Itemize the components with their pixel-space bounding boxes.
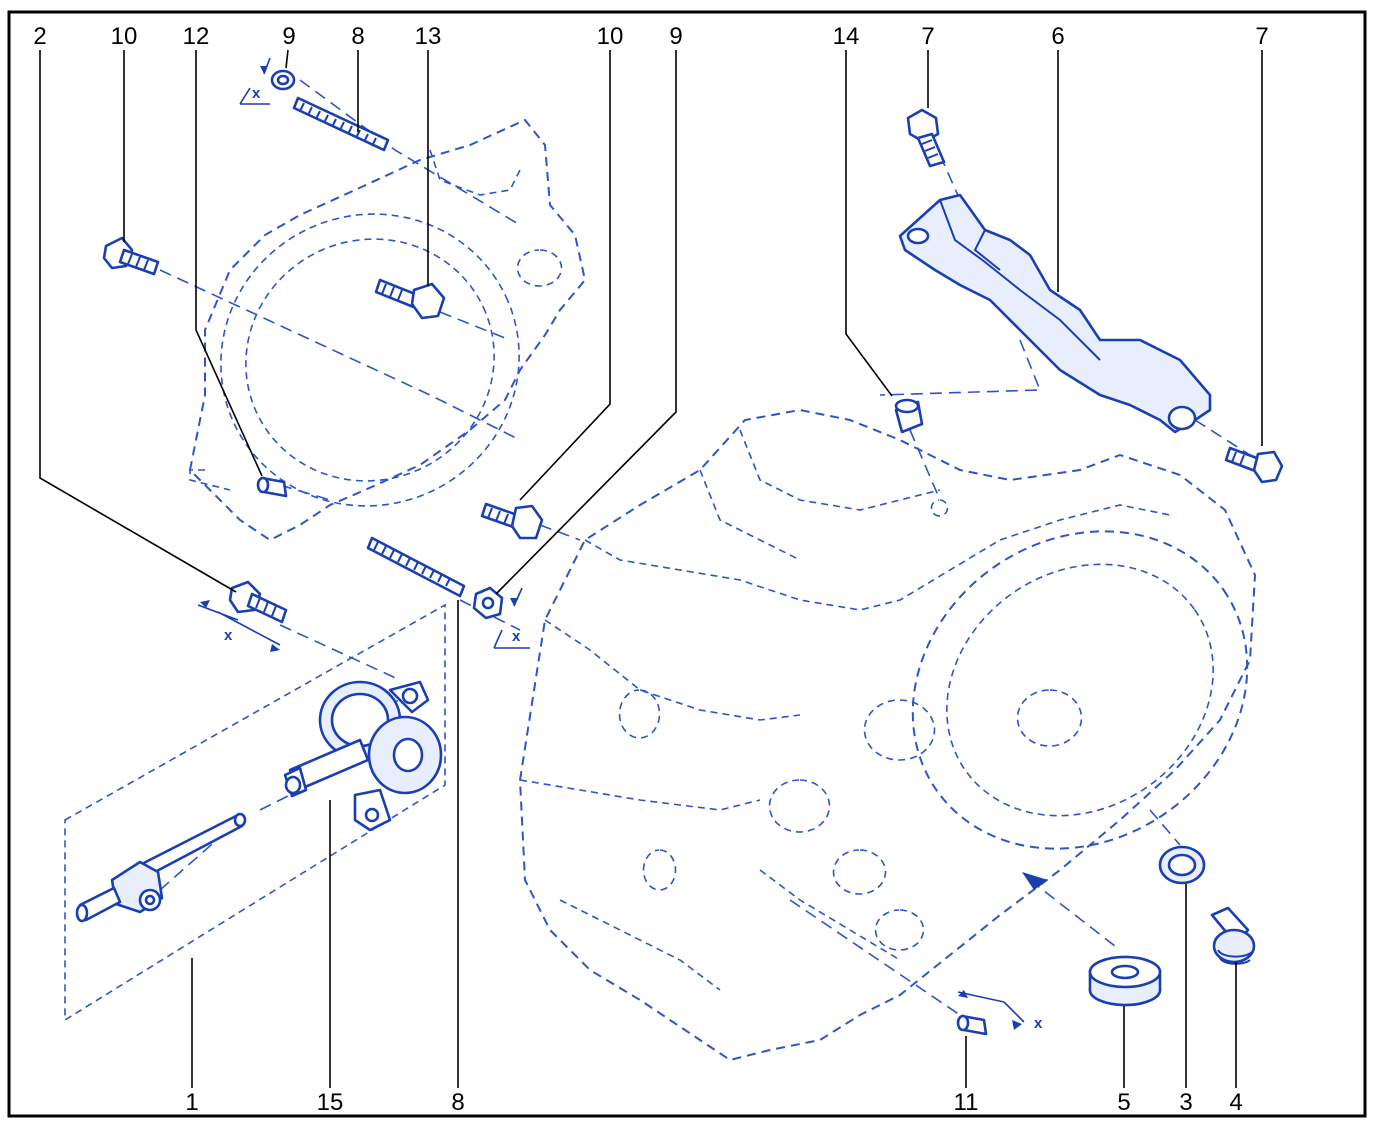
callout-1: 1 <box>185 1089 198 1116</box>
callout-13: 13 <box>415 23 442 50</box>
bolt-10-upper <box>102 236 160 276</box>
callout-15: 15 <box>317 1089 344 1116</box>
callout-8: 8 <box>351 23 364 50</box>
svg-text:x: x <box>1034 1015 1043 1032</box>
stud-bolt-lower <box>366 536 466 598</box>
svg-text:x: x <box>224 627 233 644</box>
callout-4: 4 <box>1229 1089 1242 1116</box>
clutch-housing-outline <box>188 118 587 542</box>
stud-bolt-top <box>292 96 390 152</box>
callout-9: 9 <box>669 23 682 50</box>
subassembly-box <box>64 603 446 1022</box>
callout-6: 6 <box>1051 23 1064 50</box>
callout-2: 2 <box>33 23 46 50</box>
seal-ring-3 <box>1158 845 1206 885</box>
dowel-sleeve-14 <box>894 398 924 434</box>
callout-11: 11 <box>954 1089 979 1116</box>
dimension-mark-bolt-2: x <box>197 600 281 652</box>
insertion-arrow <box>1022 872 1048 890</box>
leader-lines <box>39 49 1263 1088</box>
callout-10: 10 <box>597 23 624 50</box>
hydraulic-pipe-connector <box>75 812 247 923</box>
dimension-mark-nut-top: x <box>239 57 271 105</box>
callout-5: 5 <box>1117 1089 1130 1116</box>
callout-labels-top: 2 10 12 9 8 13 10 9 14 7 6 7 <box>33 23 1268 50</box>
bolt-7-right <box>1224 446 1284 484</box>
callout-7: 7 <box>921 23 934 50</box>
callout-9: 9 <box>282 23 295 50</box>
assembly-axes <box>159 79 1251 1016</box>
diagram-frame <box>7 10 1367 1118</box>
drain-plug-4 <box>1210 906 1256 965</box>
bolt-2 <box>228 580 288 624</box>
svg-text:x: x <box>252 85 261 102</box>
nut-top <box>270 69 296 91</box>
bolt-10-lower <box>480 502 544 540</box>
callout-3: 3 <box>1179 1089 1192 1116</box>
callout-7: 7 <box>1255 23 1268 50</box>
callout-14: 14 <box>833 23 860 50</box>
gearbox-case-outline <box>518 408 1257 1062</box>
svg-text:x: x <box>512 628 521 645</box>
dowel-12 <box>256 476 288 498</box>
dowel-11 <box>956 1014 988 1036</box>
callout-10: 10 <box>111 23 138 50</box>
concentric-slave-cylinder <box>283 680 443 832</box>
washer-5 <box>1088 955 1162 1007</box>
bolt-7-top <box>906 108 946 168</box>
support-bracket-6 <box>898 193 1212 434</box>
dimension-mark-dowel-11: x <box>957 990 1043 1032</box>
callout-12: 12 <box>183 23 210 50</box>
callout-labels-bottom: 1 15 8 11 5 3 4 <box>185 1089 1242 1116</box>
callout-8: 8 <box>451 1089 464 1116</box>
bolt-13 <box>374 278 446 320</box>
nut-lower <box>472 586 504 620</box>
dimension-mark-nut-lower: x <box>493 587 530 649</box>
